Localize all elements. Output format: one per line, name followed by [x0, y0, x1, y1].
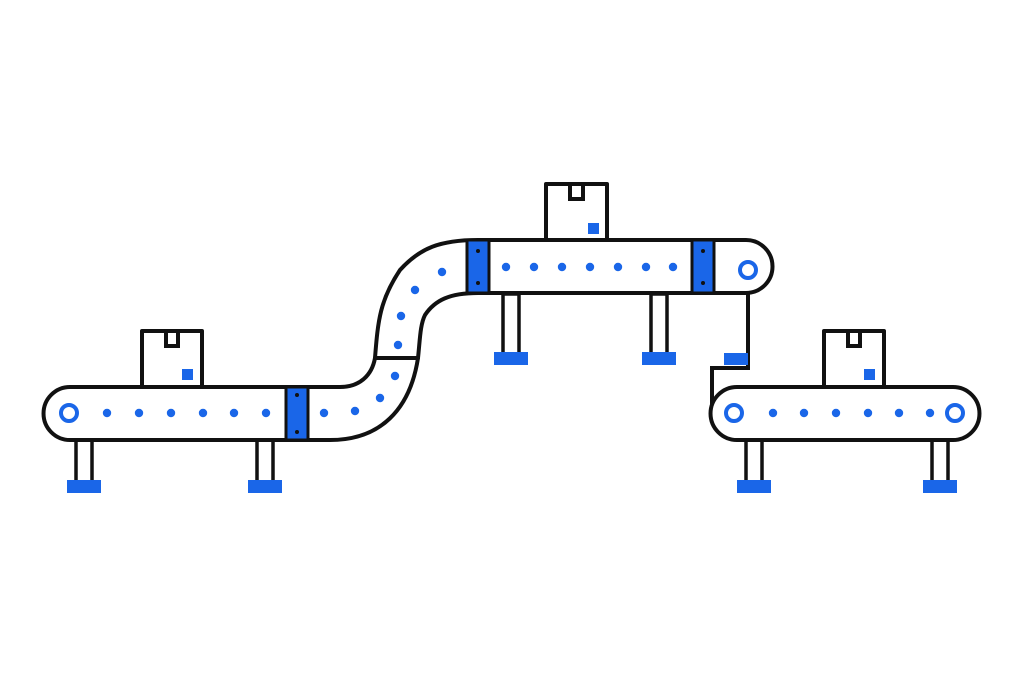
belt-dot — [557, 262, 567, 272]
belt-dot — [350, 406, 360, 416]
leg-right-2 — [923, 438, 957, 493]
belt-dot — [831, 408, 841, 418]
belt-dot — [393, 340, 403, 350]
belt-dot — [529, 262, 539, 272]
roller-icon — [59, 403, 79, 423]
belt-dot — [229, 408, 239, 418]
conveyor-belt-top — [476, 238, 775, 295]
leg-foot-icon — [642, 352, 676, 365]
leg-foot-icon — [67, 480, 101, 493]
package-box-icon — [822, 329, 886, 389]
leg-foot-icon — [248, 480, 282, 493]
belt-dot — [437, 267, 447, 277]
belt-dot — [134, 408, 144, 418]
belt-joint-icon — [465, 238, 491, 295]
belt-dot — [375, 393, 385, 403]
roller-icon — [724, 403, 744, 423]
belt-dot — [641, 262, 651, 272]
belt-dot — [925, 408, 935, 418]
leg-top-1 — [494, 292, 528, 365]
belt-dot — [585, 262, 595, 272]
leg-foot-icon — [737, 480, 771, 493]
conveyor-belt-right — [708, 385, 982, 442]
belt-dot — [390, 371, 400, 381]
roller-icon — [945, 403, 965, 423]
roller-icon — [738, 260, 758, 280]
leg-foot-icon — [923, 480, 957, 493]
package-box-icon — [544, 182, 609, 243]
belt-dot — [799, 408, 809, 418]
package-box-icon — [140, 329, 204, 389]
legs — [67, 292, 957, 493]
belt-dot — [768, 408, 778, 418]
belt-joint-icon — [690, 238, 716, 295]
leg-left-2 — [248, 438, 282, 493]
belt-dot — [863, 408, 873, 418]
chute-stop-icon — [724, 353, 748, 365]
belt-dot — [261, 408, 271, 418]
drop-chute — [710, 291, 750, 417]
leg-left-1 — [67, 438, 101, 493]
belt-dot — [410, 285, 420, 295]
belt-dot — [319, 408, 329, 418]
belt-dot — [501, 262, 511, 272]
belt-dot — [613, 262, 623, 272]
belt-dot — [396, 311, 406, 321]
belt-dot — [102, 408, 112, 418]
belt-dot — [894, 408, 904, 418]
belt-dot — [668, 262, 678, 272]
belt-dot — [198, 408, 208, 418]
belt-dot — [166, 408, 176, 418]
leg-top-2 — [642, 292, 676, 365]
belt-dots — [102, 262, 935, 418]
belt-joint-icon — [284, 385, 310, 442]
leg-foot-icon — [494, 352, 528, 365]
leg-right-1 — [737, 438, 771, 493]
